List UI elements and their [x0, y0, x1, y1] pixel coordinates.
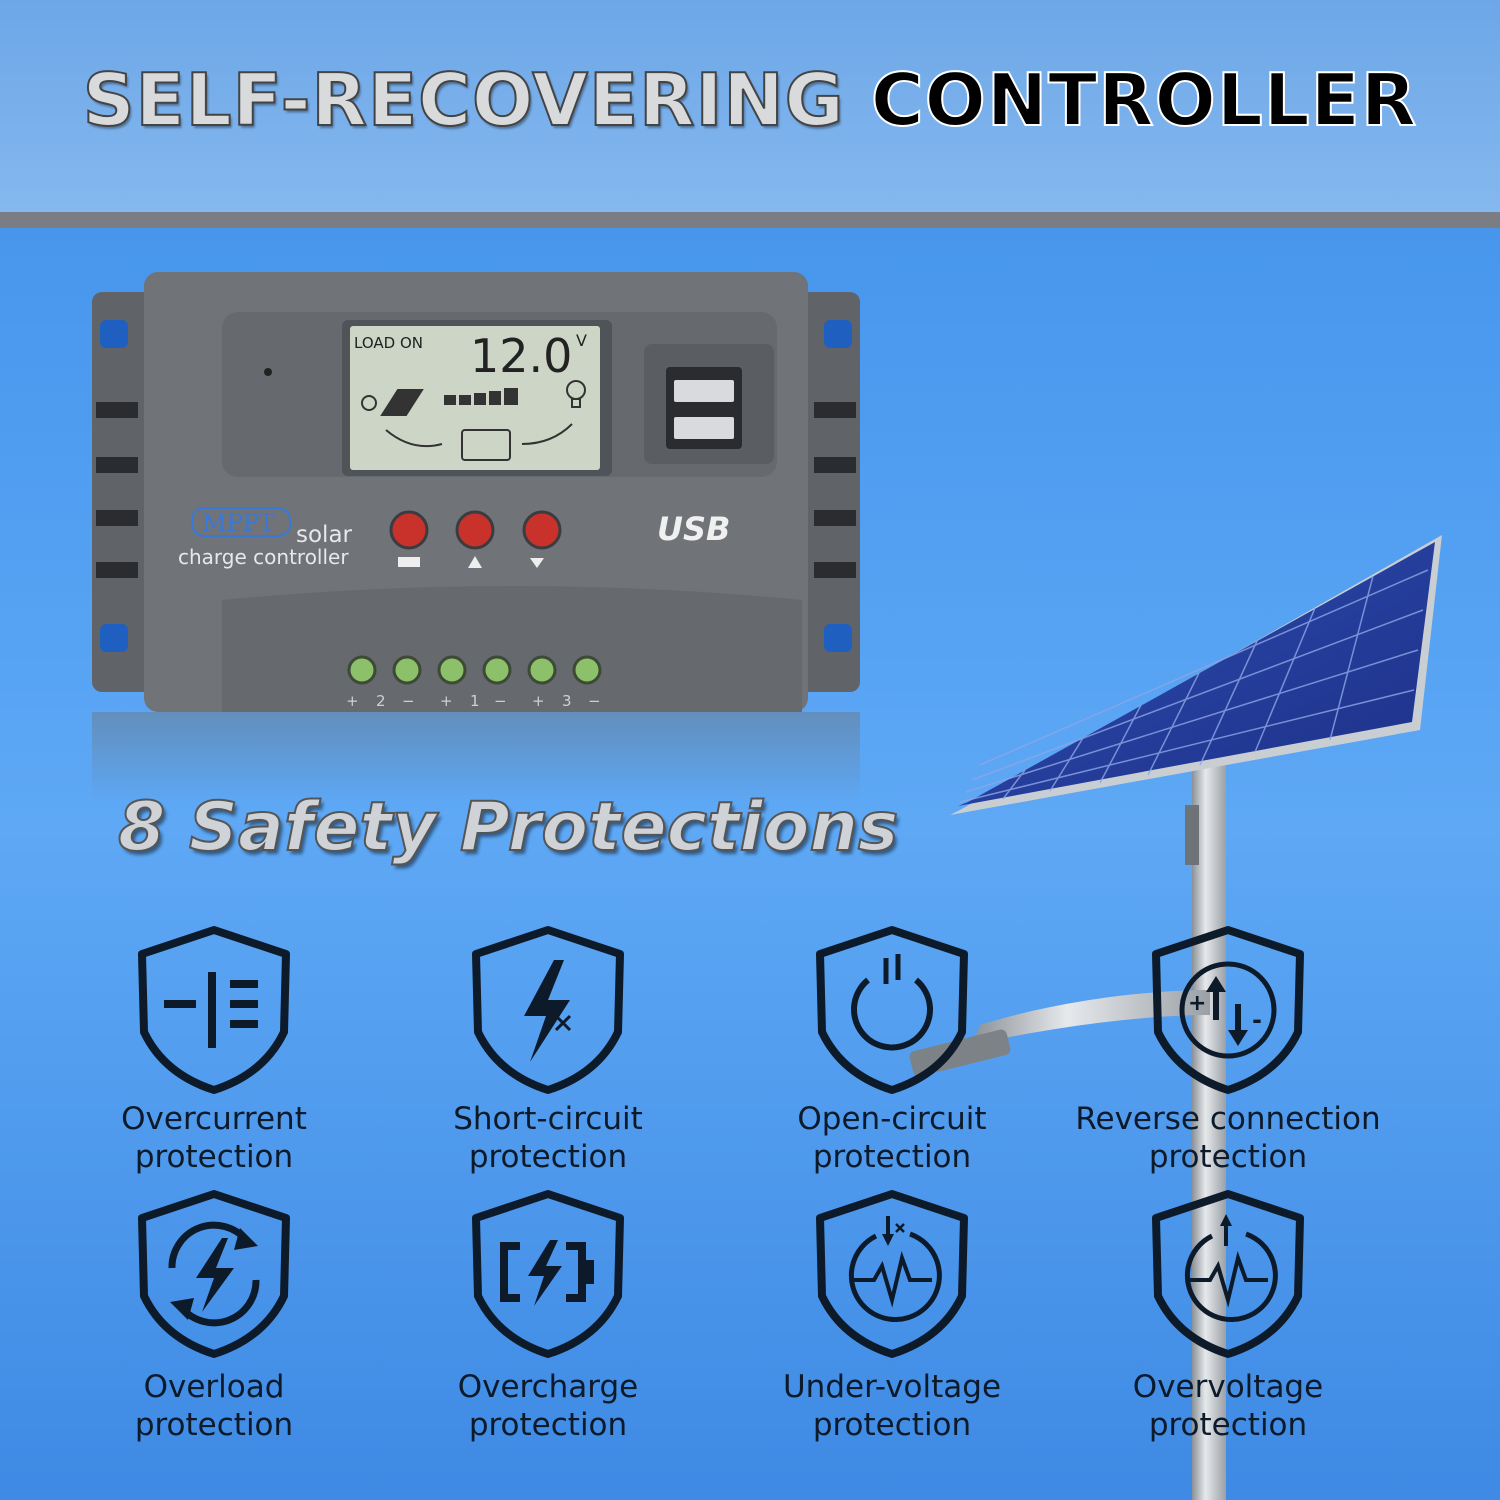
controller-buttons	[389, 510, 562, 568]
protection-line2: protection	[468, 1407, 628, 1443]
lcd-voltage: 12.0	[470, 329, 572, 383]
protection-under-voltage: Under-voltage protection	[722, 1188, 1062, 1443]
protection-line1: Overload	[143, 1369, 285, 1405]
terminal-label: −	[494, 692, 507, 710]
overcharge-icon	[472, 1190, 624, 1358]
terminal-label: 1	[470, 692, 480, 710]
terminal-label: +	[346, 692, 359, 710]
protection-line1: Under-voltage	[782, 1369, 1002, 1405]
overload-icon	[138, 1190, 290, 1358]
protection-line2: protection	[468, 1139, 628, 1175]
protection-overload: Overload protection	[44, 1188, 384, 1443]
protection-line2: protection	[1148, 1407, 1308, 1443]
protection-line2: protection	[134, 1139, 294, 1175]
lcd-status: LOAD ON	[354, 334, 423, 352]
protection-overcurrent: Overcurrent protection	[44, 924, 384, 1175]
protection-open-circuit: Open-circuit protection	[722, 924, 1062, 1175]
svg-text:-: -	[1252, 1006, 1262, 1034]
usb-logo: USB	[657, 510, 730, 548]
protection-line2: protection	[1148, 1139, 1308, 1175]
brand-subtitle: charge controller	[178, 545, 349, 569]
lcd-sun-panel-icon	[361, 389, 424, 416]
reverse-connection-icon: + -	[1152, 926, 1304, 1094]
under-voltage-icon	[816, 1190, 968, 1358]
protection-overcharge: Overcharge protection	[378, 1188, 718, 1443]
protection-line1: Short-circuit	[453, 1101, 643, 1137]
lcd-unit: V	[576, 331, 587, 350]
terminal-label: −	[402, 692, 415, 710]
open-circuit-icon	[816, 926, 968, 1094]
protection-line2: protection	[812, 1407, 972, 1443]
protection-line1: Reverse connection	[1075, 1101, 1381, 1137]
title-part-2: CONTROLLER	[870, 57, 1418, 143]
protection-short-circuit: Short-circuit protection	[378, 924, 718, 1175]
protection-line2: protection	[812, 1139, 972, 1175]
brand-badge: MPPT	[202, 509, 275, 537]
terminal-screws	[347, 655, 602, 685]
protection-line1: Open-circuit	[797, 1101, 987, 1137]
overvoltage-icon	[1152, 1190, 1304, 1358]
safety-heading: 8 Safety Protections	[117, 787, 899, 868]
terminal-label: +	[440, 692, 453, 710]
short-circuit-icon	[472, 926, 624, 1094]
lcd-battery-bars-icon	[444, 388, 518, 405]
controller-reflection	[92, 712, 860, 802]
lcd-bulb-icon	[566, 380, 586, 408]
page-title: SELF-RECOVERING CONTROLLER	[0, 57, 1500, 143]
protection-line1: Overcharge	[457, 1369, 639, 1405]
brand-word: solar	[296, 522, 353, 548]
street-lamp-illustration	[909, 535, 1442, 1500]
svg-text:+: +	[1188, 991, 1206, 1016]
title-part-1: SELF-RECOVERING	[82, 57, 845, 143]
terminal-label: 2	[376, 692, 386, 710]
terminal-label: −	[588, 692, 601, 710]
lcd-battery-icon	[385, 423, 573, 461]
terminal-label: +	[532, 692, 545, 710]
protection-overvoltage: Overvoltage protection	[1058, 1188, 1398, 1443]
overcurrent-icon	[138, 926, 290, 1094]
protection-reverse-connection: + - Reverse connection protection	[1058, 924, 1398, 1175]
protection-line2: protection	[134, 1407, 294, 1443]
header-divider	[0, 212, 1500, 228]
terminal-label: 3	[562, 692, 572, 710]
protection-line1: Overvoltage	[1132, 1369, 1324, 1405]
charge-controller: LOAD ON 12.0 V MPPT solar charge contro	[92, 272, 860, 712]
header-banner	[0, 0, 1500, 212]
protection-line1: Overcurrent	[121, 1101, 307, 1137]
